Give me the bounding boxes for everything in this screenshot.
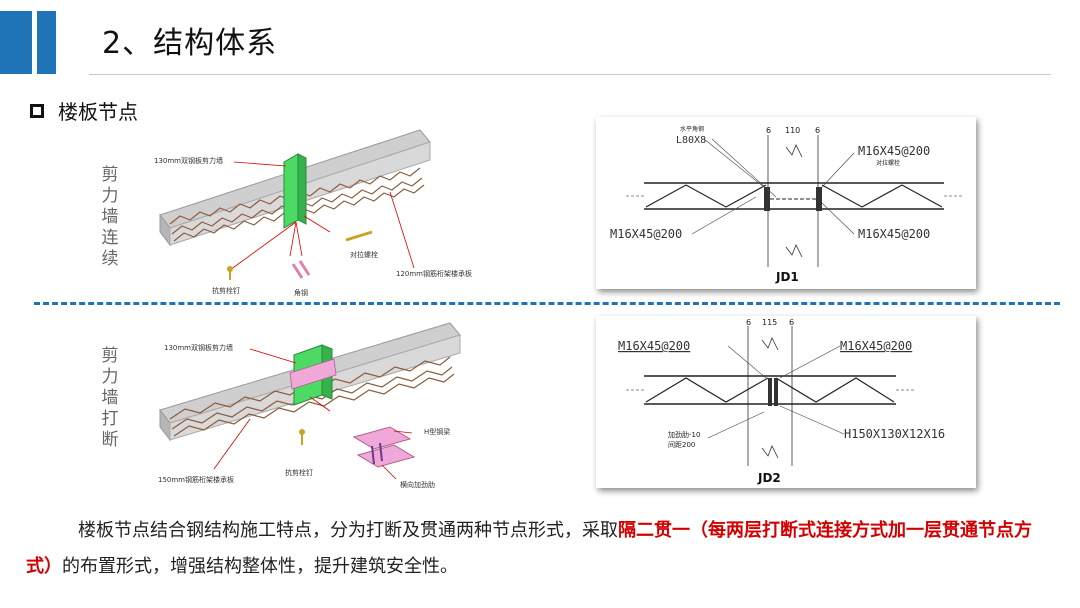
jd1-dim-mid: 110: [785, 126, 800, 135]
row1-label-bolt: 对拉螺栓: [350, 250, 378, 259]
jd2-bolt-right: M16X45@200: [840, 339, 912, 353]
section-label: 楼板节点: [58, 100, 138, 124]
square-bullet-icon: [30, 103, 44, 118]
row1-label-stud: 抗剪栓钉: [212, 286, 240, 295]
jd1-bolt-right: M16X45@200: [858, 227, 930, 241]
body-highlight: 隔二贯一（每两层打断式连接方式加一层贯通节点方式）: [26, 520, 1032, 577]
row1-label-slab: 120mm钢筋桁架楼承板: [396, 269, 472, 278]
row2-label-wall: 130mm双钢板剪力墙: [164, 343, 233, 352]
jd1-dim-right: 6: [815, 126, 820, 135]
continuous-wall-3d-diagram: 130mm双钢板剪力墙 对拉螺栓 120mm钢筋桁架楼承板 抗剪栓钉 角钢: [154, 129, 472, 297]
body-text-suffix: 的布置形式，增强结构整体性，提升建筑安全性。: [62, 556, 458, 577]
jd1-angle-label: 水平角钢: [680, 125, 704, 133]
jd2-dim-right: 6: [789, 318, 794, 327]
row-divider: [34, 302, 1060, 305]
jd2-dim-mid: 115: [762, 318, 777, 327]
body-text-prefix: 楼板节点结合钢结构施工特点，分为打断及贯通两种节点形式，采取: [78, 520, 618, 541]
title-divider: [89, 74, 1051, 75]
row1-vertical-label: 剪 力 墙 连 续: [101, 165, 119, 269]
row1-label-wall: 130mm双钢板剪力墙: [154, 156, 223, 165]
detail-panel-jd1: 水平角钢 L80X8 6 110 6 M16X45@200 对拉螺栓 M16X4…: [596, 117, 976, 289]
jd2-plate-note-2: 间距200: [668, 441, 695, 449]
row1-label-angle: 角钢: [294, 288, 308, 297]
row2-label-stud: 抗剪栓钉: [285, 468, 313, 477]
row2-label-slab: 150mm钢筋桁架楼承板: [158, 475, 234, 484]
jd2-caption: JD2: [757, 471, 781, 485]
jd1-dim-left: 6: [766, 126, 771, 135]
jd1-caption: JD1: [775, 270, 799, 284]
jd1-angle-size: L80X8: [676, 135, 706, 146]
interrupted-wall-3d-diagram: 130mm双钢板剪力墙 H型钢梁 150mm钢筋桁架楼承板 抗剪栓钉 横向加劲肋: [158, 322, 461, 489]
row2-label-beam: H型钢梁: [424, 427, 450, 436]
jd2-dim-left: 6: [746, 318, 751, 327]
jd1-drawing: 水平角钢 L80X8 6 110 6 M16X45@200 对拉螺栓 M16X4…: [610, 125, 962, 284]
header-accent-bar: [0, 11, 32, 74]
jd2-plate-note-1: 加劲肋-10: [668, 430, 700, 439]
jd1-bolt-top-note: 对拉螺栓: [876, 159, 900, 167]
row2-vertical-label: 剪 力 墙 打 断: [101, 346, 119, 450]
body-paragraph: 楼板节点结合钢结构施工特点，分为打断及贯通两种节点形式，采取隔二贯一（每两层打断…: [26, 513, 1036, 585]
detail-panel-jd2: 6 115 6 M16X45@200 M16X45@200 加劲肋-10 间距2…: [596, 316, 976, 488]
jd2-bolt-left: M16X45@200: [618, 339, 690, 353]
page-title: 2、结构体系: [102, 26, 278, 61]
jd2-drawing: 6 115 6 M16X45@200 M16X45@200 加劲肋-10 间距2…: [618, 318, 945, 485]
row2-label-stiffener: 横向加劲肋: [400, 480, 435, 489]
header-accent-bar-secondary: [37, 11, 56, 74]
jd1-bolt-top: M16X45@200: [858, 144, 930, 158]
jd2-beam-spec: H150X130X12X16: [844, 427, 945, 441]
jd1-bolt-left: M16X45@200: [610, 227, 682, 241]
section-heading: 楼板节点: [30, 96, 138, 125]
